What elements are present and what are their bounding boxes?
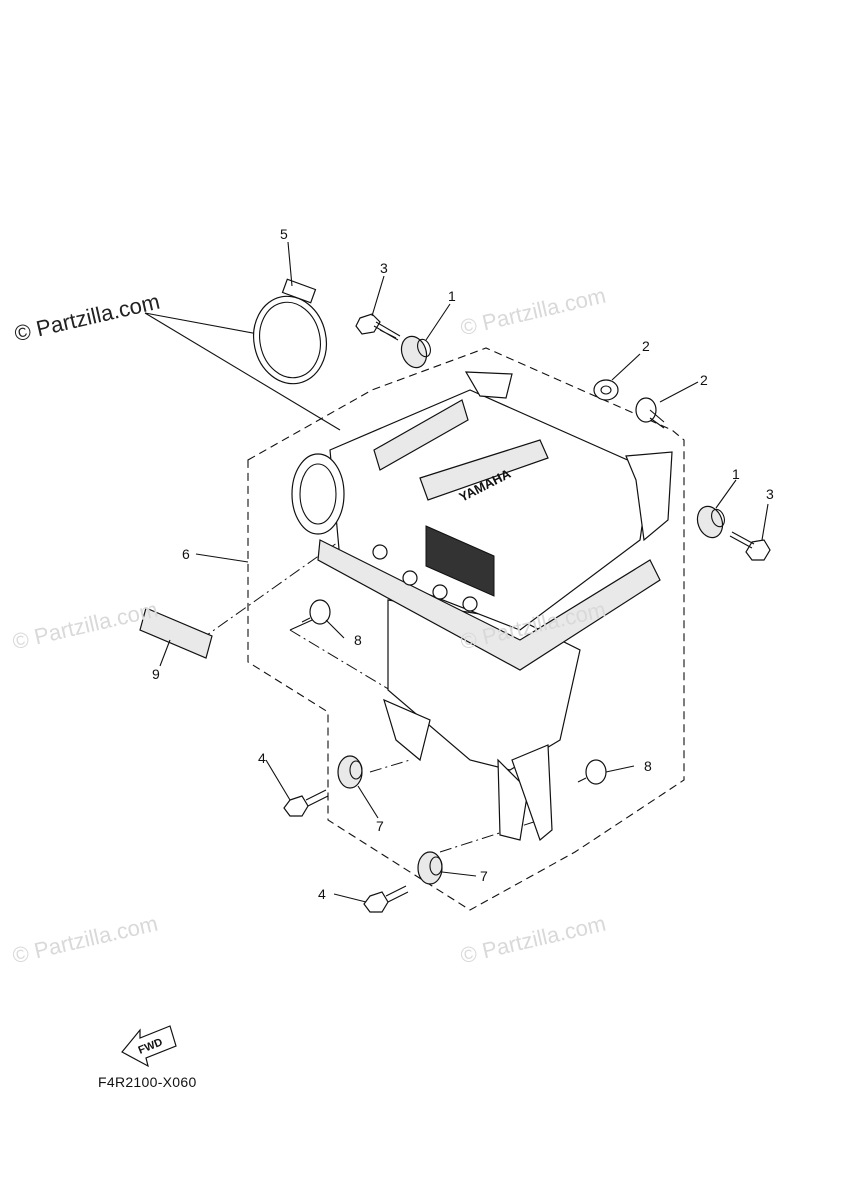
figure-code: F4R2100-X060 <box>98 1074 197 1090</box>
callout-8: 8 <box>644 758 652 774</box>
leader-line <box>369 759 411 773</box>
callout-4: 4 <box>258 750 266 766</box>
callout-2: 2 <box>642 338 650 354</box>
leader-line <box>199 527 359 641</box>
grommet <box>417 851 443 885</box>
callout-7: 7 <box>376 818 384 834</box>
flange-bolt <box>283 789 329 817</box>
callout-3: 3 <box>380 260 388 276</box>
callout-1: 1 <box>732 466 740 482</box>
leader-line <box>144 312 341 431</box>
grommet <box>400 335 431 369</box>
grommet <box>696 505 725 539</box>
collar <box>593 379 619 401</box>
callout-6: 6 <box>182 546 190 562</box>
air-cleaner-case <box>291 371 673 842</box>
leader-line <box>289 629 441 721</box>
flange-bolt <box>355 313 401 341</box>
callout-9: 9 <box>152 666 160 682</box>
hose-clamp <box>253 278 327 385</box>
callout-1: 1 <box>448 288 456 304</box>
assembly-boundary <box>247 347 685 911</box>
callout-3: 3 <box>766 486 774 502</box>
collar <box>635 397 665 429</box>
caution-label <box>139 607 213 659</box>
collar <box>577 759 607 785</box>
callout-8: 8 <box>354 632 362 648</box>
flange-bolt <box>363 885 409 913</box>
callout-7: 7 <box>480 868 488 884</box>
leader-line <box>439 819 541 853</box>
callout-5: 5 <box>280 226 288 242</box>
collar <box>301 599 331 625</box>
callout-2: 2 <box>700 372 708 388</box>
grommet <box>337 755 363 789</box>
callout-4: 4 <box>318 886 326 902</box>
fwd-arrow-icon <box>121 1025 177 1068</box>
flange-bolt <box>729 531 771 561</box>
